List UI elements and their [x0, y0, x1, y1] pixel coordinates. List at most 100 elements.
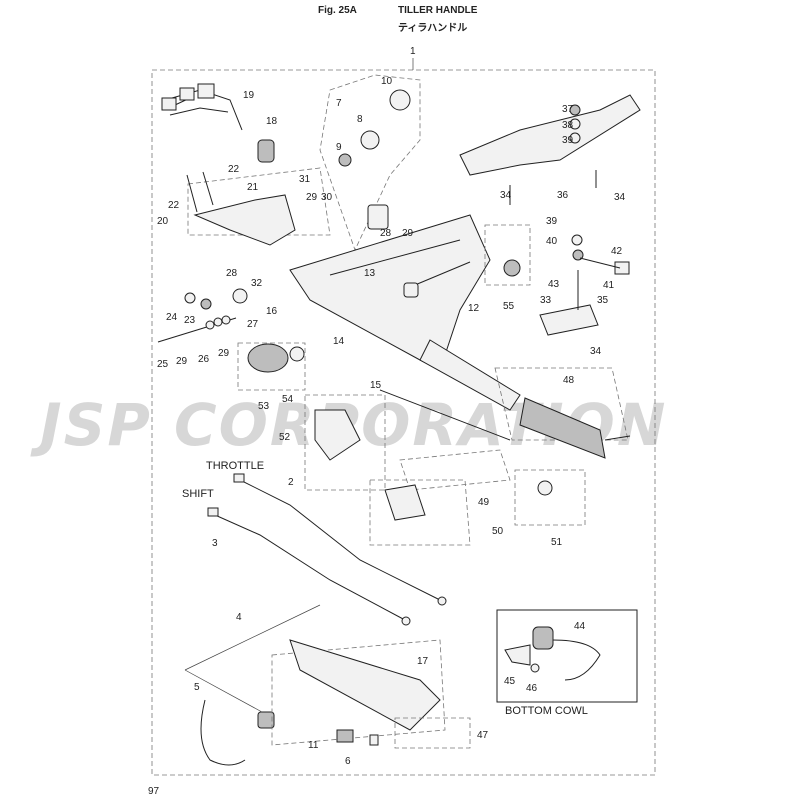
shift-cable-joint	[207, 507, 219, 517]
callout-44: 44	[574, 621, 586, 632]
screw-46	[530, 663, 540, 673]
stud-bolt-b	[202, 171, 214, 206]
group-20-box	[187, 167, 331, 236]
callout-25: 25	[157, 359, 169, 370]
stop-switch-4	[257, 711, 275, 729]
callout-numbers: 1 2 3 4 5 6 7 8 9 10 11 12 13 14 15 16 1…	[157, 46, 626, 767]
assembly-frame	[151, 69, 656, 776]
switch-cap	[389, 89, 411, 111]
callout-29b: 29	[402, 228, 414, 239]
callout-28a: 28	[380, 228, 392, 239]
shift-cable-end	[401, 616, 411, 626]
main-switch	[367, 204, 389, 230]
stop-switch-cap	[289, 346, 305, 362]
callout-40: 40	[546, 236, 558, 247]
washer-a	[205, 320, 215, 330]
shift-cable	[214, 514, 406, 621]
callout-52: 52	[279, 432, 291, 443]
callout-24: 24	[166, 312, 178, 323]
figure-number: Fig. 25A	[318, 5, 357, 16]
callout-49: 49	[478, 497, 490, 508]
link-plate-41	[579, 257, 621, 269]
group-51-box	[514, 469, 586, 526]
callout-7: 7	[336, 98, 342, 109]
callout-22b: 22	[168, 200, 180, 211]
callout-29a: 29	[306, 192, 318, 203]
bushing-part	[403, 282, 419, 298]
switch-group-box	[319, 74, 421, 252]
group-17-box	[271, 639, 446, 746]
callout-39a: 39	[562, 135, 574, 146]
grommet-part	[257, 139, 275, 163]
callout-3: 3	[212, 538, 218, 549]
key-switch	[360, 130, 380, 150]
steering-arm	[459, 94, 641, 176]
callout-48: 48	[563, 375, 575, 386]
callout-2: 2	[288, 477, 294, 488]
bottom-cowl-inset	[496, 609, 638, 703]
page-number: 97	[148, 786, 160, 797]
callout-41: 41	[603, 280, 615, 291]
callout-37: 37	[562, 104, 574, 115]
callout-34a: 34	[500, 190, 512, 201]
callout-11: 11	[308, 740, 319, 751]
group-48-box	[494, 367, 629, 441]
callout-42: 42	[611, 246, 623, 257]
callout-29c: 29	[176, 356, 188, 367]
callout-46: 46	[526, 683, 538, 694]
callout-8: 8	[357, 114, 363, 125]
callout-36: 36	[557, 190, 569, 201]
bottom-cowl-label: BOTTOM COWL	[505, 705, 588, 717]
callout-19: 19	[243, 90, 255, 101]
throttle-label: THROTTLE	[206, 460, 264, 472]
callout-39b: 39	[546, 216, 558, 227]
throttle-cable-end	[437, 596, 447, 606]
washer-38	[569, 118, 581, 130]
callout-45: 45	[504, 676, 516, 687]
callout-31: 31	[299, 174, 311, 185]
callout-4: 4	[236, 612, 242, 623]
callout-34b: 34	[614, 192, 626, 203]
callout-34c: 34	[590, 346, 602, 357]
plate-40	[572, 249, 584, 261]
collar-28	[232, 288, 248, 304]
part-11	[336, 729, 354, 743]
callout-14: 14	[333, 336, 345, 347]
diagram-title-japanese: ティラハンドル	[398, 23, 468, 34]
nut-37	[569, 104, 581, 116]
bottom-cover	[289, 639, 441, 731]
washer-c	[221, 315, 231, 325]
callout-47: 47	[477, 730, 489, 741]
callout-33: 33	[540, 295, 552, 306]
callout-18: 18	[266, 116, 278, 127]
callout-10: 10	[381, 76, 393, 87]
washer-b	[213, 317, 223, 327]
switch-55	[503, 259, 521, 277]
callout-15: 15	[370, 380, 382, 391]
callout-20: 20	[157, 216, 169, 227]
callout-1: 1	[410, 46, 416, 57]
throttle-cable	[239, 479, 441, 601]
callout-9: 9	[336, 142, 342, 153]
friction-bracket	[539, 304, 599, 336]
callout-50: 50	[492, 526, 504, 537]
callout-23: 23	[184, 315, 196, 326]
group-47-box	[394, 717, 471, 749]
callout-28b: 28	[226, 268, 238, 279]
throttle-shaft	[379, 389, 511, 441]
switch-nut	[338, 153, 352, 167]
callout-17: 17	[417, 656, 429, 667]
callout-38: 38	[562, 120, 574, 131]
callout-43: 43	[548, 279, 560, 290]
clamp-45	[504, 644, 531, 666]
grip-screw	[604, 435, 631, 441]
steering-plate	[193, 194, 296, 246]
callout-5: 5	[194, 682, 200, 693]
callout-32: 32	[251, 278, 263, 289]
callout-27: 27	[247, 319, 259, 330]
shift-lever-plate	[384, 484, 426, 521]
wire-44	[552, 639, 601, 681]
callout-54: 54	[282, 394, 294, 405]
washer-39a	[569, 132, 581, 144]
part-6	[369, 734, 379, 746]
